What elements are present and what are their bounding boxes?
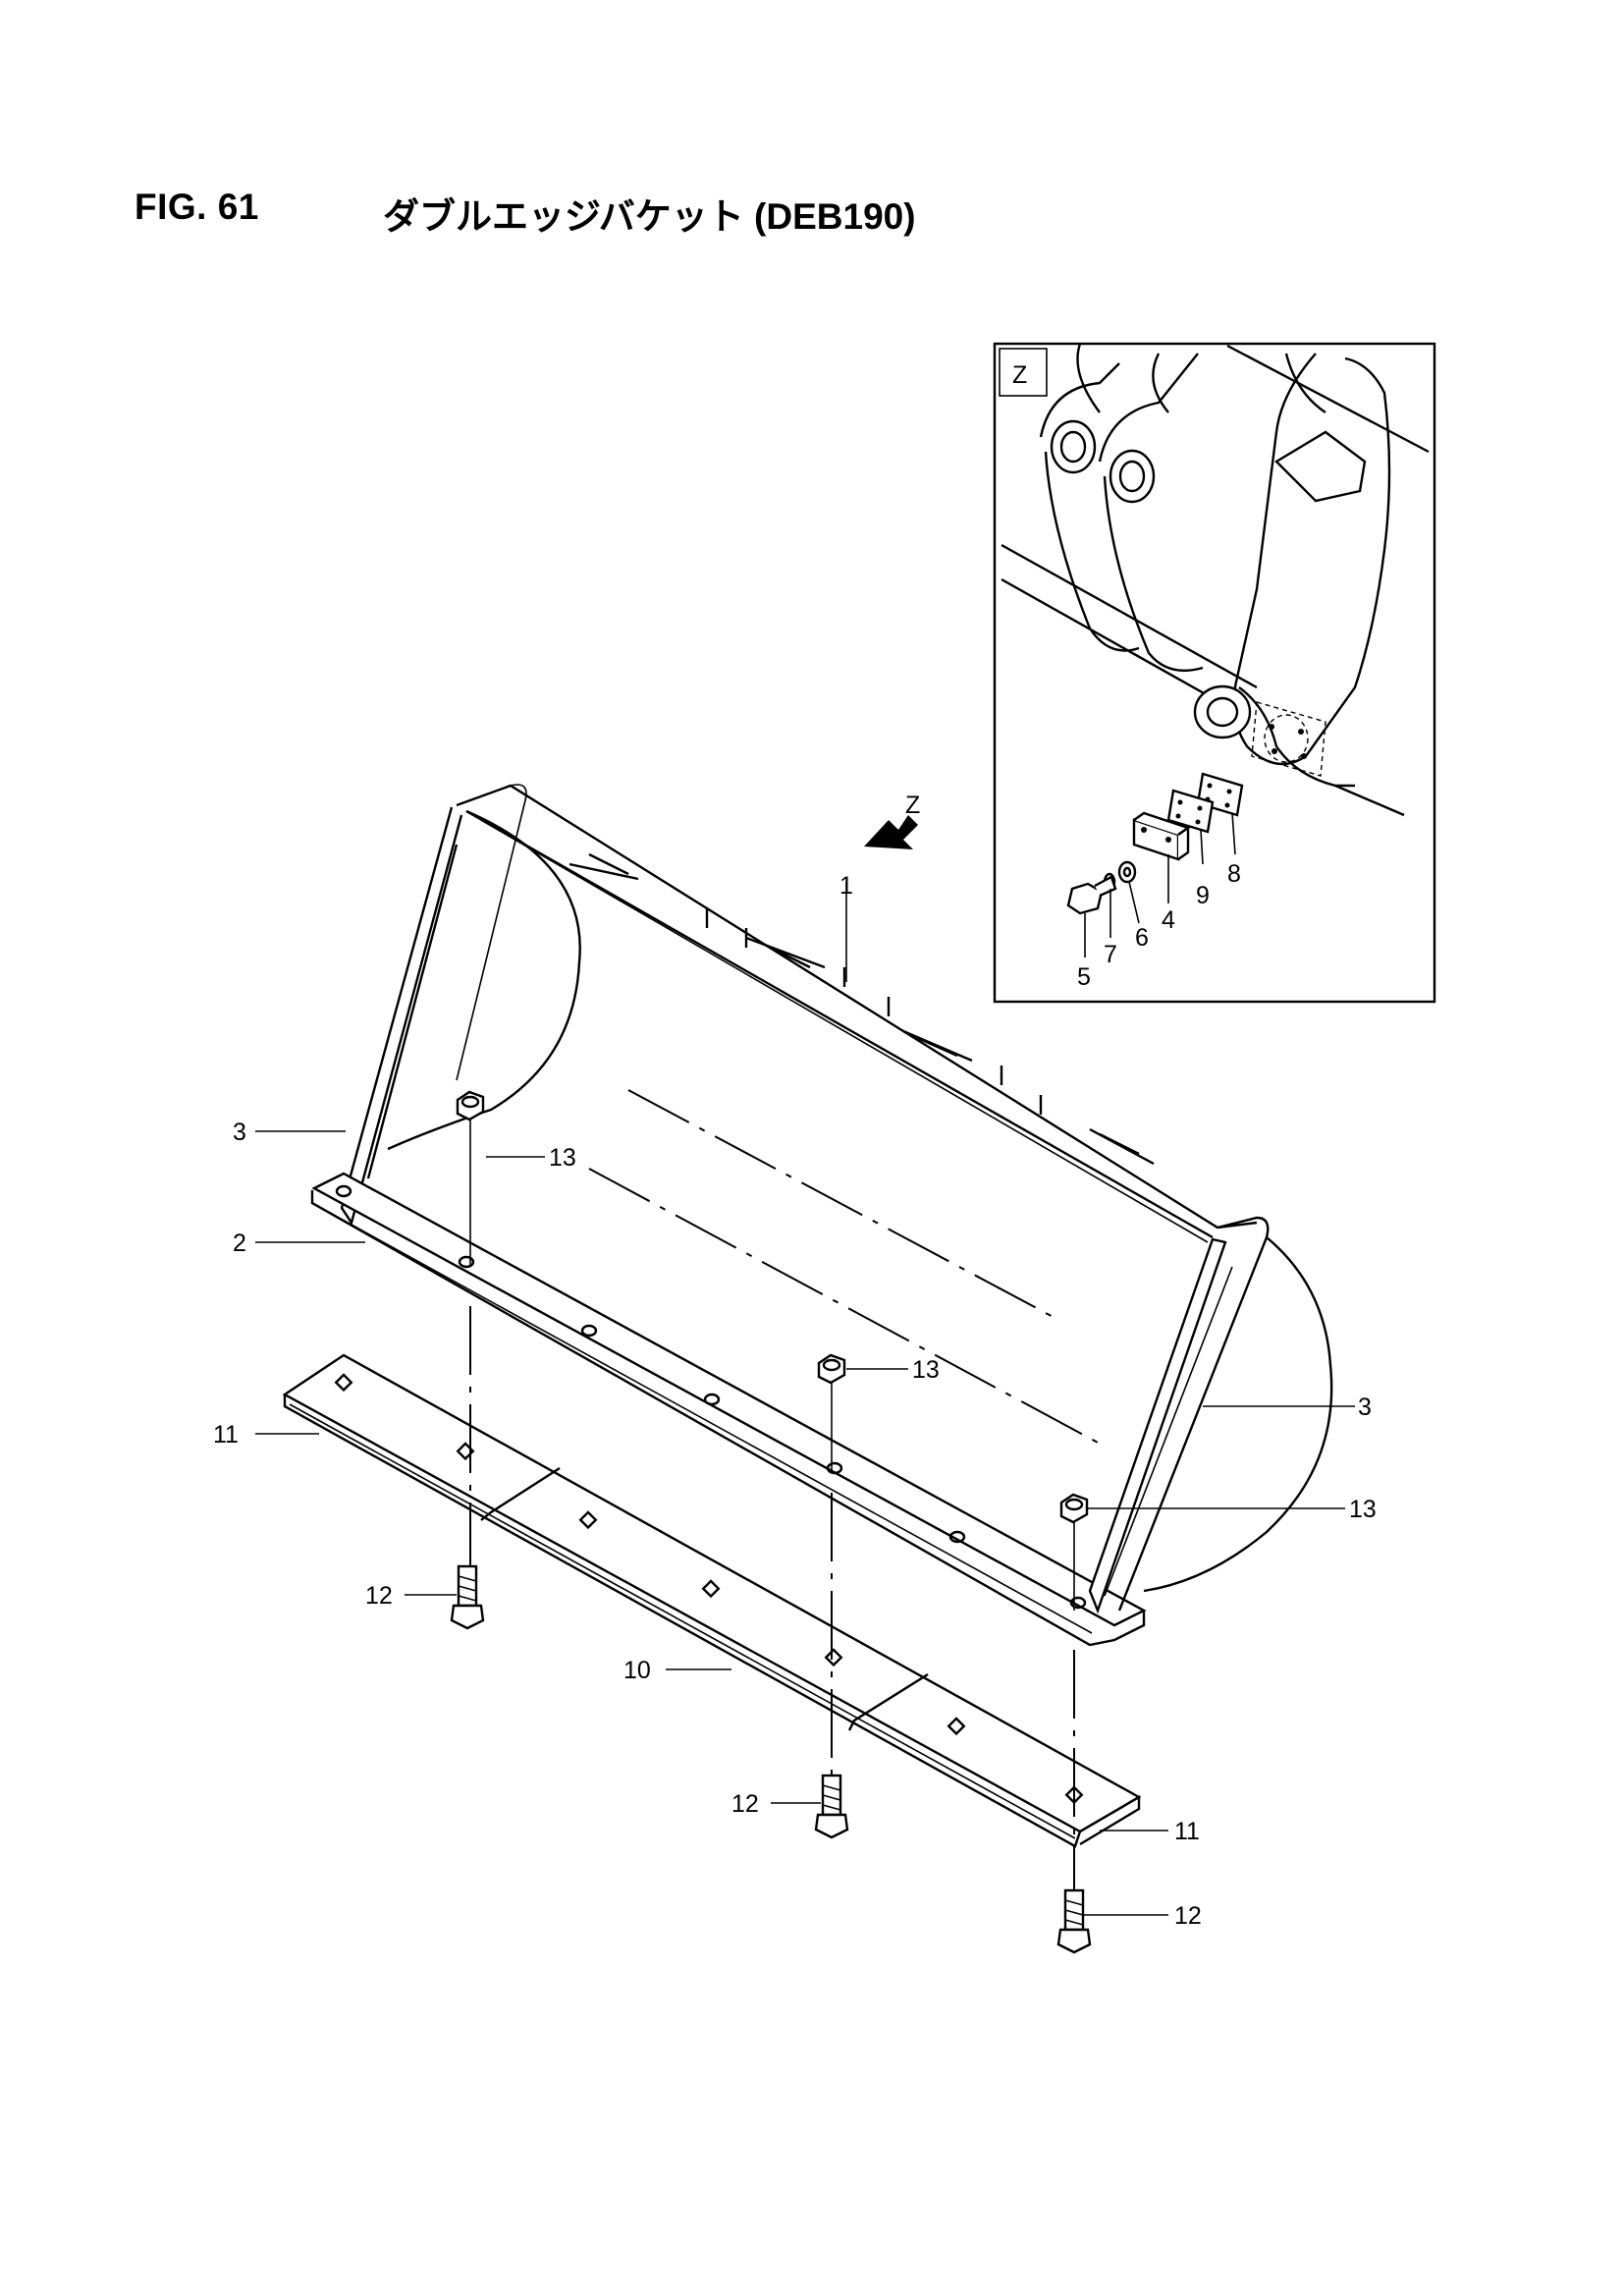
main-callouts: 1 3 2 11 13 13 3 13 12 10 12 11 12 <box>213 872 1377 1930</box>
callout-12-b: 12 <box>731 1790 759 1818</box>
callout-9: 9 <box>1196 882 1210 909</box>
bolt-on-edges <box>282 1353 1142 1848</box>
callout-13-c: 13 <box>1349 1496 1377 1523</box>
nut-13-c <box>1059 1493 1089 1524</box>
detail-label: Z <box>1012 361 1027 389</box>
nut-13-b <box>817 1353 846 1385</box>
callout-8: 8 <box>1227 860 1241 888</box>
callout-13-a: 13 <box>549 1144 576 1172</box>
callout-12-c: 12 <box>1174 1902 1202 1930</box>
nut-13-a <box>456 1090 485 1121</box>
figure-title: ダブルエッジバケット (DEB190) <box>383 196 916 237</box>
figure-number: FIG. 61 <box>135 187 259 227</box>
callout-4: 4 <box>1162 906 1175 934</box>
callout-3-left: 3 <box>233 1119 246 1146</box>
callout-13-b: 13 <box>912 1356 940 1384</box>
top-studs <box>705 908 1043 1115</box>
stopper-block-4 <box>1132 811 1191 861</box>
cutting-edge-holes <box>335 1184 1087 1610</box>
callout-6: 6 <box>1135 924 1149 952</box>
bolts-12 <box>450 1564 1092 1954</box>
nuts-13 <box>456 1090 1089 1524</box>
shim-plate-9 <box>1166 789 1215 834</box>
view-arrow-z: Z <box>864 792 920 849</box>
callout-7: 7 <box>1104 941 1117 968</box>
callout-5: 5 <box>1077 963 1091 991</box>
bucket-body <box>310 784 1333 1647</box>
bucket-rear-structure <box>1001 343 1430 817</box>
hinge-boss-2 <box>1109 449 1156 504</box>
callout-1: 1 <box>839 872 853 900</box>
detail-label-box <box>999 348 1048 397</box>
lower-pin-boss <box>1193 684 1252 739</box>
bolt-12-a <box>450 1564 485 1630</box>
callout-11-right: 11 <box>1174 1818 1200 1845</box>
bolt-5 <box>1066 875 1117 915</box>
hinge-boss-1 <box>1050 419 1097 474</box>
view-arrow-label: Z <box>905 792 920 819</box>
bolt-12-c <box>1056 1888 1092 1954</box>
callout-10: 10 <box>623 1657 651 1684</box>
detail-view-z: Z <box>993 342 1436 1004</box>
callout-2: 2 <box>233 1230 246 1257</box>
callout-11-left: 11 <box>213 1421 239 1449</box>
detail-frame <box>993 342 1436 1004</box>
callout-3-right: 3 <box>1358 1394 1372 1421</box>
washer-6 <box>1117 860 1137 884</box>
bolt-12-b <box>814 1774 849 1839</box>
callout-12-a: 12 <box>365 1582 393 1610</box>
assembly-centerlines <box>469 1120 1075 1890</box>
edge-holes <box>334 1373 1084 1805</box>
main-leaders <box>255 882 1355 1916</box>
